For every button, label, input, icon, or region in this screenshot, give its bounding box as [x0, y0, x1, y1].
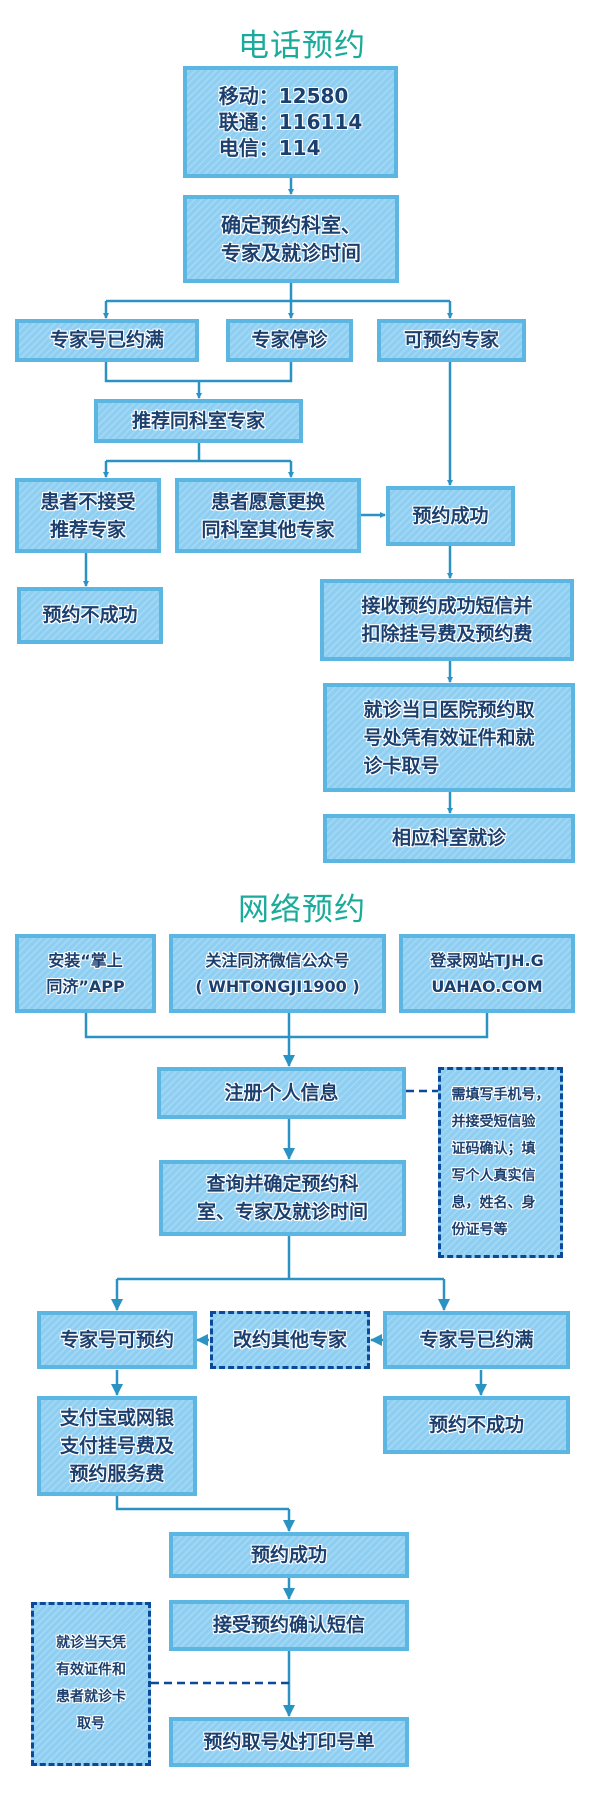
- register-text: 注册个人信息: [224, 1081, 339, 1104]
- online-full-text: 专家号已约满: [419, 1328, 534, 1351]
- recommend-text: 推荐同科室专家: [131, 409, 265, 432]
- carrier-numbers-box: 移动：12580 联通：116114 电信：114: [183, 66, 398, 178]
- line-pay-to-success: [115, 1496, 289, 1511]
- line-merge-full-stopped: [104, 362, 293, 383]
- expert-stopped-text: 专家停诊: [251, 329, 328, 351]
- query-box: 查询并确定预约科 室、专家及就诊时间: [159, 1160, 406, 1236]
- sms-fee-text: 接收预约成功短信并 扣除挂号费及预约费: [361, 595, 533, 645]
- change-expert-box: 改约其他专家: [210, 1311, 370, 1369]
- reject-text: 患者不接受 推荐专家: [40, 490, 136, 541]
- online-success-text: 预约成功: [250, 1543, 327, 1566]
- sms-fee-box: 接收预约成功短信并 扣除挂号费及预约费: [320, 579, 574, 661]
- online-full-box: 专家号已约满: [383, 1311, 570, 1369]
- accept-change-text: 患者愿意更换 同科室其他专家: [201, 490, 335, 541]
- phone-fail-box: 预约不成功: [17, 587, 163, 644]
- change-expert-text: 改约其他专家: [232, 1328, 347, 1351]
- online-success-box: 预约成功: [169, 1532, 409, 1578]
- reject-box: 患者不接受 推荐专家: [15, 478, 161, 553]
- query-text: 查询并确定预约科 室、专家及就诊时间: [196, 1173, 368, 1223]
- pickup-text: 就诊当日医院预约取 号处凭有效证件和就 诊卡取号: [363, 698, 535, 777]
- sms-confirm-text: 接受预约确认短信: [212, 1614, 365, 1636]
- channel-web-box: 登录网站TJH.G UAHAO.COM: [399, 934, 575, 1013]
- visit-text: 相应科室就诊: [391, 827, 506, 849]
- phone-section-title: 电话预约: [238, 28, 366, 64]
- online-section-title: 网络预约: [238, 892, 366, 928]
- channel-web-text: 登录网站TJH.G UAHAO.COM: [430, 950, 544, 996]
- register-box: 注册个人信息: [157, 1067, 406, 1119]
- expert-available-box: 可预约专家: [377, 319, 526, 362]
- phone-success-box: 预约成功: [386, 486, 515, 546]
- recommend-box: 推荐同科室专家: [94, 399, 303, 443]
- expert-available-text: 可预约专家: [403, 329, 499, 351]
- expert-full-box: 专家号已约满: [15, 319, 199, 362]
- online-fail-box: 预约不成功: [383, 1396, 570, 1454]
- print-ticket-text: 预约取号处打印号单: [203, 1730, 375, 1753]
- line-channels-merge: [84, 1013, 489, 1039]
- accept-change-box: 患者愿意更换 同科室其他专家: [175, 478, 361, 553]
- register-note-text: 需填写手机号， 并接受短信验 证码确认；填 写个人真实信 息，姓名、身 份证号等: [451, 1086, 550, 1238]
- online-fail-text: 预约不成功: [428, 1413, 524, 1436]
- phone-success-text: 预约成功: [412, 504, 489, 527]
- channel-app-text: 安装“掌上 同济”APP: [46, 950, 125, 996]
- carrier-numbers: 移动：12580 联通：116114 电信：114: [218, 84, 363, 160]
- register-note-box: 需填写手机号， 并接受短信验 证码确认；填 写个人真实信 息，姓名、身 份证号等: [438, 1067, 563, 1258]
- channel-wechat-text: 关注同济微信公众号 ( WHTONGJI1900 ): [195, 950, 360, 996]
- pickup-note-box: 就诊当天凭 有效证件和 患者就诊卡 取号: [31, 1602, 151, 1766]
- pay-box: 支付宝或网银 支付挂号费及 预约服务费: [37, 1396, 197, 1496]
- pickup-note-text: 就诊当天凭 有效证件和 患者就诊卡 取号: [56, 1635, 126, 1732]
- confirm-dept-box: 确定预约科室、 专家及就诊时间: [183, 195, 399, 283]
- expert-stopped-box: 专家停诊: [226, 319, 353, 362]
- online-available-text: 专家号可预约: [59, 1328, 174, 1351]
- sms-confirm-box: 接受预约确认短信: [169, 1600, 409, 1651]
- confirm-dept-text: 确定预约科室、 专家及就诊时间: [221, 213, 361, 265]
- phone-fail-text: 预约不成功: [42, 604, 138, 626]
- visit-box: 相应科室就诊: [323, 814, 575, 863]
- pay-text: 支付宝或网银 支付挂号费及 预约服务费: [59, 1407, 174, 1485]
- online-available-box: 专家号可预约: [37, 1311, 197, 1369]
- pickup-box: 就诊当日医院预约取 号处凭有效证件和就 诊卡取号: [323, 683, 575, 792]
- expert-full-text: 专家号已约满: [49, 329, 164, 351]
- channel-wechat-box: 关注同济微信公众号 ( WHTONGJI1900 ): [169, 934, 386, 1013]
- channel-app-box: 安装“掌上 同济”APP: [15, 934, 156, 1013]
- print-ticket-box: 预约取号处打印号单: [169, 1717, 409, 1767]
